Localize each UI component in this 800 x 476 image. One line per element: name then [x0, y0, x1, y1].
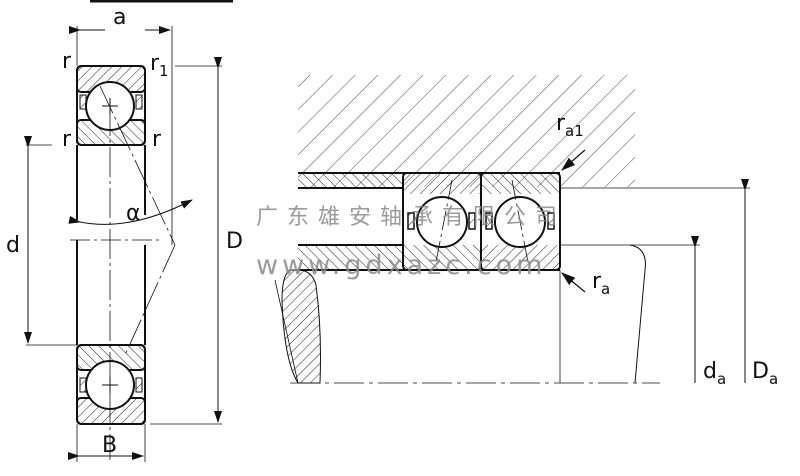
dim-a-label: a [113, 5, 126, 30]
da-label: da [703, 359, 726, 388]
single-bearing-section [24, 0, 233, 462]
r1-label: r1 [150, 51, 169, 80]
watermark-url: www.gdxazc.com [256, 250, 546, 281]
ra-label: ra [592, 269, 610, 298]
width-label: B [102, 433, 117, 458]
r-label: r [152, 127, 162, 152]
mounting-assembly [274, 75, 750, 384]
r-label: r [62, 49, 72, 74]
outer-diameter-label: D [226, 229, 243, 254]
contact-angle-label: α [126, 201, 141, 226]
ra1-label: ra1 [556, 111, 584, 140]
r-label: r [62, 127, 72, 152]
Da-label: Da [752, 359, 778, 388]
bore-diameter-label: d [6, 233, 20, 258]
watermark-company: 广东雄安轴承有限公司 [256, 205, 566, 230]
